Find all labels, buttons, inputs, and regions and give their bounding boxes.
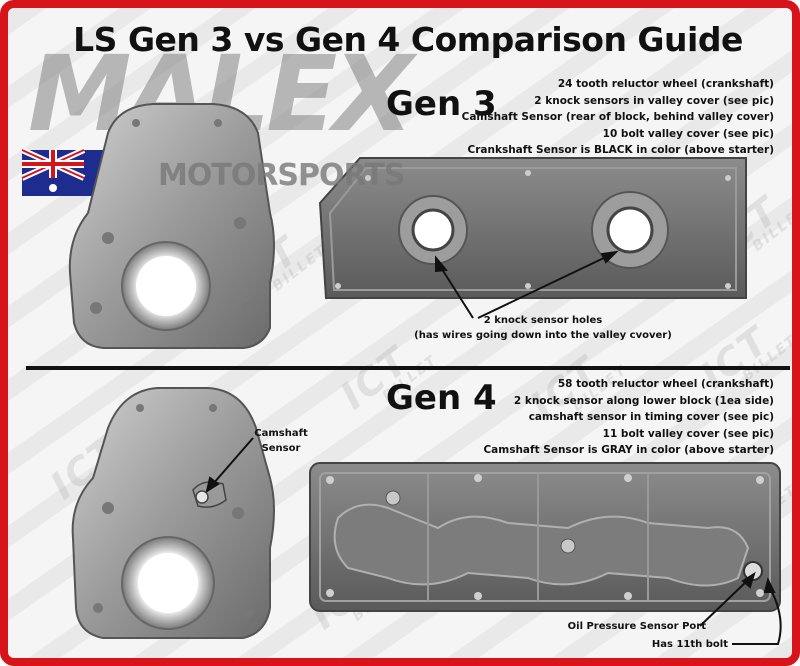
gen4-spec-item: 58 tooth reluctor wheel (crankshaft)	[557, 378, 774, 390]
brand-subtitle: MOTORSPORTS	[158, 158, 405, 193]
callout-line: Camshaft	[254, 428, 308, 439]
gen4-valley-arrows	[699, 571, 782, 645]
gen3-heading: Gen 3	[386, 84, 497, 124]
oil-pressure-callout: Oil Pressure Sensor Port	[567, 621, 706, 632]
gen3-spec-item: 10 bolt valley cover (see pic)	[602, 127, 774, 140]
gen4-spec-item: camshaft sensor in timing cover (see pic…	[528, 411, 774, 423]
gen3-spec-item: 24 tooth reluctor wheel (crankshaft)	[557, 78, 774, 90]
camshaft-sensor-arrow	[205, 437, 254, 494]
callout-line: Sensor	[261, 443, 301, 454]
gen4-timing-cover-image	[71, 387, 275, 639]
gen4-spec-item: 2 knock sensor along lower block (1ea si…	[513, 394, 774, 407]
callout-line: (has wires going down into the valley cv…	[414, 330, 672, 341]
gen4-spec-list: 58 tooth reluctor wheel (crankshaft) 2 k…	[483, 376, 774, 459]
gen4-valley-cover-image	[309, 462, 781, 612]
camshaft-sensor-callout: Camshaft Sensor	[246, 426, 316, 456]
gen3-knock-sensor-callout: 2 knock sensor holes (has wires going do…	[408, 313, 678, 343]
gen3-timing-cover-image	[68, 103, 275, 349]
callout-line: 2 knock sensor holes	[483, 315, 603, 326]
gen3-spec-item: Crankshaft Sensor is BLACK in color (abo…	[467, 144, 774, 156]
gen4-spec-item: Camshaft Sensor is GRAY in color (above …	[483, 444, 774, 456]
gen4-spec-item: 11 bolt valley cover (see pic)	[602, 427, 774, 440]
gen4-heading: Gen 4	[386, 378, 497, 418]
gen3-spec-item: 2 knock sensors in valley cover (see pic…	[534, 94, 774, 107]
illustrations	[20, 103, 782, 645]
gen3-spec-item: Camshaft Sensor (rear of block, behind v…	[461, 111, 774, 123]
page-title: LS Gen 3 vs Gen 4 Comparison Guide	[73, 20, 743, 59]
gen3-spec-list: 24 tooth reluctor wheel (crankshaft) 2 k…	[462, 76, 774, 159]
eleventh-bolt-callout: Has 11th bolt	[651, 639, 728, 650]
gen3-valley-cover-image	[318, 157, 747, 299]
gen3-knock-sensor-arrows	[435, 250, 619, 319]
section-divider	[26, 366, 790, 370]
